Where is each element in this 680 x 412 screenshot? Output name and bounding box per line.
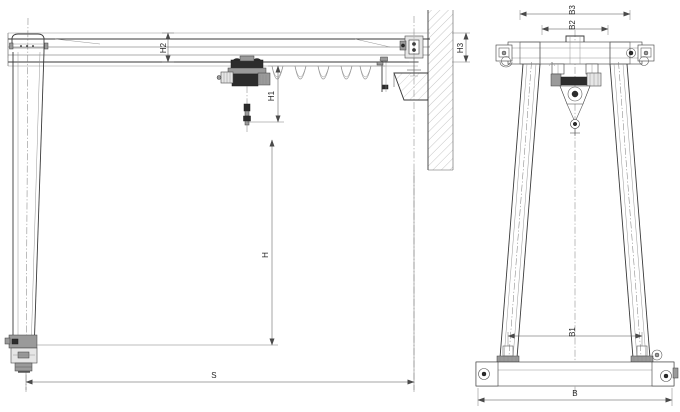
dimension-B2: B2 xyxy=(541,20,609,35)
sill-beam xyxy=(475,349,679,387)
dimension-label-S: S xyxy=(211,371,217,380)
dimension-label-B: B xyxy=(572,389,578,398)
dimension-B: B xyxy=(477,388,673,406)
dimension-label-H2: H2 xyxy=(159,42,168,53)
dimension-H2: H2 xyxy=(159,32,174,63)
dimension-label-H1: H1 xyxy=(267,90,276,101)
hatched-wall xyxy=(427,10,454,171)
side-elevation-view: H2 H1 H3 H xyxy=(4,10,470,393)
leg-center-line xyxy=(25,17,29,393)
wall-end-carriage xyxy=(399,16,424,392)
main-girder xyxy=(7,32,430,67)
dimension-H1: H1 xyxy=(247,65,284,123)
dimension-H3: H3 xyxy=(452,32,470,63)
support-leg-left-front xyxy=(499,61,541,363)
top-end-carriage-right xyxy=(626,44,655,66)
dimension-B1: B1 xyxy=(507,327,643,346)
end-carriage xyxy=(4,334,38,373)
hook-block xyxy=(243,86,251,133)
top-end-carriage-left xyxy=(495,44,513,68)
dimension-label-B2: B2 xyxy=(568,20,577,30)
dimension-H: H xyxy=(36,139,278,346)
dimension-label-B1: B1 xyxy=(568,327,577,337)
festoon-cables xyxy=(268,59,385,80)
support-leg-right-front xyxy=(609,61,651,363)
hoist-trolley xyxy=(216,55,271,87)
hoist-trolley-front xyxy=(548,61,602,105)
dimension-label-H3: H3 xyxy=(456,42,465,53)
dimension-B3: B3 xyxy=(519,5,631,20)
hook-block-front xyxy=(566,103,584,136)
dimension-S: S xyxy=(25,170,415,390)
wall-bracket xyxy=(380,56,429,101)
support-leg xyxy=(7,17,49,393)
end-elevation-view: B3 B2 B1 B xyxy=(475,5,679,406)
dimension-label-B3: B3 xyxy=(568,5,577,15)
leg-head-splice xyxy=(9,42,49,50)
dimension-label-H: H xyxy=(261,252,270,258)
